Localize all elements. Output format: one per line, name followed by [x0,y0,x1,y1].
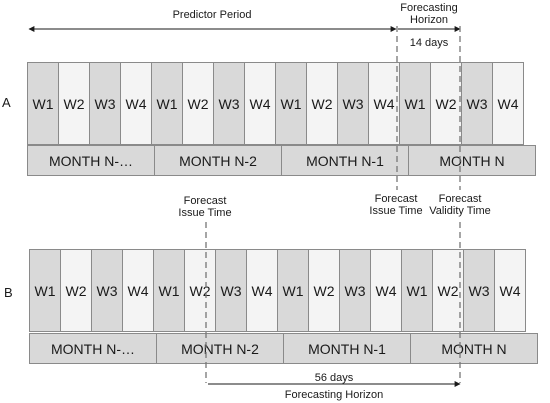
week-row-a: W1 W2 W3 W4 W1 W2 W3 W4 W1 W2 W3 W4 W1 W… [27,62,524,145]
horizon-days-label-a: 14 days [409,37,449,49]
month-cell: MONTH N-… [29,333,157,364]
panel-a-label: A [2,95,11,110]
week-cell: W2 [432,249,464,332]
horizon-days-label-b: 56 days [314,372,354,384]
month-cell: MONTH N-1 [281,145,409,176]
week-cell: W4 [492,62,524,145]
week-row-b: W1 W2 W3 W4 W1 W2 W3 W4 W1 W2 W3 W4 W1 W… [29,249,526,332]
forecast-issue-time-label-a: Forecast Issue Time [369,193,423,217]
month-cell: MONTH N [408,145,536,176]
forecast-validity-time-label-a: Forecast Validity Time [429,193,491,217]
month-cell: MONTH N-2 [154,145,282,176]
week-cell: W4 [370,249,402,332]
week-cell: W1 [275,62,307,145]
week-cell: W3 [461,62,493,145]
month-row-b: MONTH N-… MONTH N-2 MONTH N-1 MONTH N [29,333,538,364]
forecast-issue-time-label-b: Forecast Issue Time [178,195,232,219]
week-cell: W1 [151,62,183,145]
week-cell: W2 [184,249,216,332]
forecasting-horizon-label-b: Forecasting Horizon [284,389,384,401]
week-cell: W4 [494,249,526,332]
week-cell: W2 [182,62,214,145]
week-cell: W4 [246,249,278,332]
panel-b-label: B [4,285,13,300]
week-cell: W4 [368,62,400,145]
week-cell: W3 [213,62,245,145]
week-cell: W1 [153,249,185,332]
week-cell: W1 [399,62,431,145]
predictor-period-label: Predictor Period [172,9,252,21]
week-cell: W3 [337,62,369,145]
month-row-a: MONTH N-… MONTH N-2 MONTH N-1 MONTH N [27,145,536,176]
week-cell: W2 [60,249,92,332]
week-cell: W4 [244,62,276,145]
week-cell: W1 [27,62,59,145]
forecasting-horizon-label-a: Forecasting Horizon [400,2,458,26]
week-cell: W3 [89,62,121,145]
week-cell: W3 [463,249,495,332]
week-cell: W4 [120,62,152,145]
week-cell: W2 [306,62,338,145]
week-cell: W1 [277,249,309,332]
month-cell: MONTH N [410,333,538,364]
week-cell: W3 [91,249,123,332]
week-cell: W4 [122,249,154,332]
week-cell: W2 [308,249,340,332]
month-cell: MONTH N-… [27,145,155,176]
week-cell: W2 [430,62,462,145]
